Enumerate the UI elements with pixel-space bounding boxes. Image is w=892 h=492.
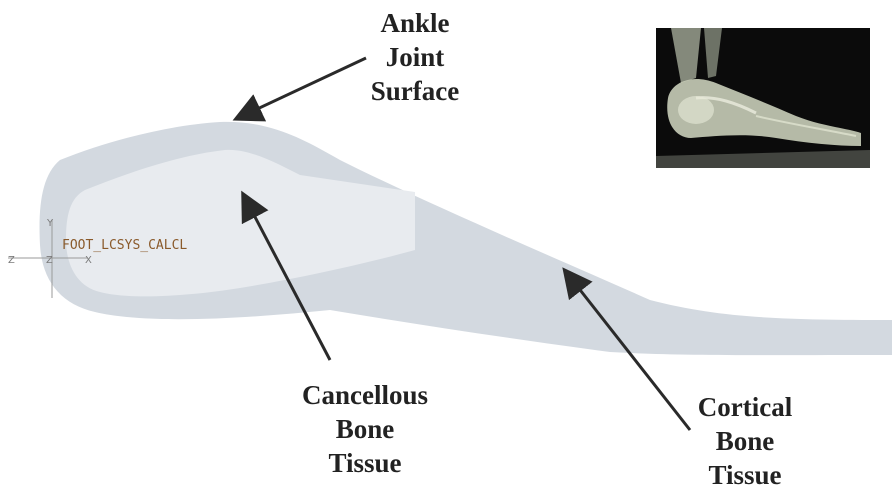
ankle-label-line-1: Ankle bbox=[360, 6, 470, 40]
axis-y-label: Y bbox=[46, 218, 54, 229]
cortical-label-line-2: Bone bbox=[680, 424, 810, 458]
axis-x-label: X bbox=[85, 255, 92, 266]
ankle-label-line-2: Joint bbox=[360, 40, 470, 74]
cancellous-label-line-1: Cancellous bbox=[285, 378, 445, 412]
cancellous-label-line-3: Tissue bbox=[285, 446, 445, 480]
ankle-joint-surface-label: Ankle Joint Surface bbox=[360, 6, 470, 108]
cortical-label-line-1: Cortical bbox=[680, 390, 810, 424]
ankle-label-line-3: Surface bbox=[360, 74, 470, 108]
axis-z-left-label: Z bbox=[8, 255, 15, 266]
cancellous-bone-tissue-label: Cancellous Bone Tissue bbox=[285, 378, 445, 480]
cortical-bone-tissue-label: Cortical Bone Tissue bbox=[680, 390, 810, 492]
foot-xray-image bbox=[656, 28, 870, 168]
cortical-label-line-3: Tissue bbox=[680, 458, 810, 492]
cancellous-label-line-2: Bone bbox=[285, 412, 445, 446]
ankle-arrow bbox=[238, 58, 366, 118]
coordinate-system-name: FOOT_LCSYS_CALCL bbox=[62, 238, 187, 253]
axis-z-center-label: Z bbox=[46, 255, 53, 266]
